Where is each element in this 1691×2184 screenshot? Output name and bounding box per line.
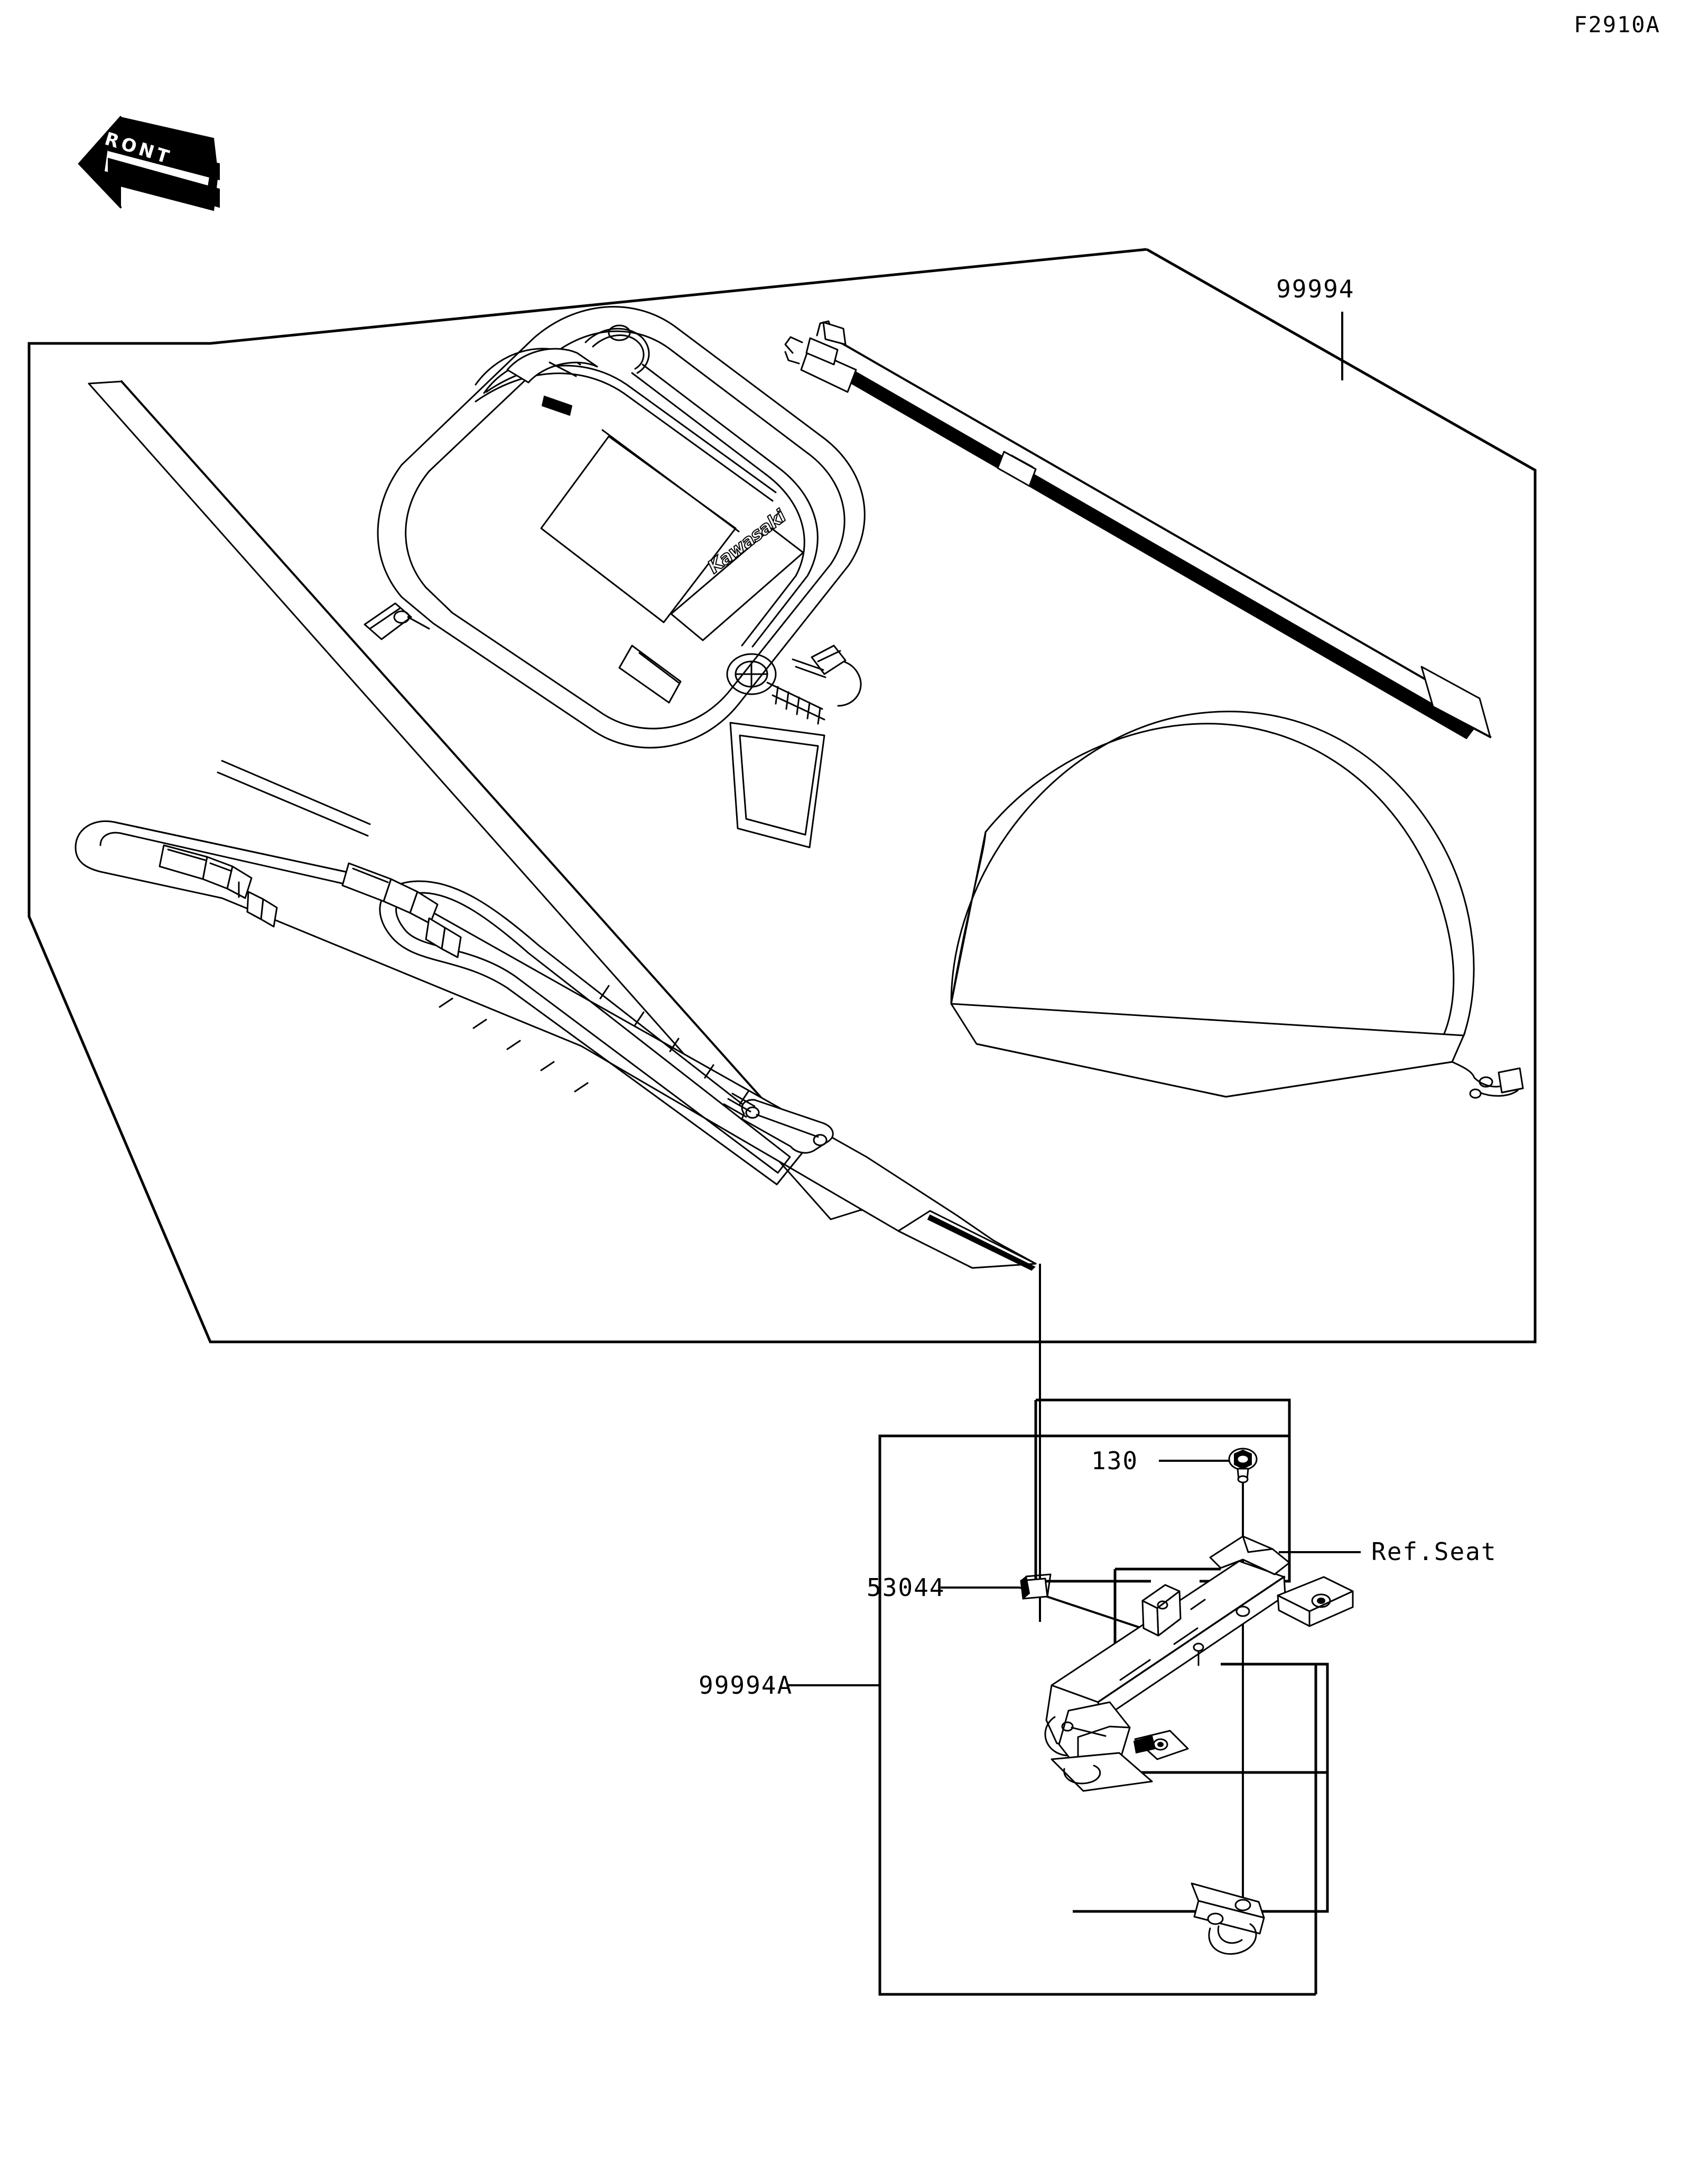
main-assembly-frame bbox=[27, 248, 1537, 1343]
sheet-code: F2910A bbox=[1574, 12, 1660, 38]
tank-bag bbox=[364, 306, 866, 848]
tank-bag-strap bbox=[784, 320, 1492, 740]
callout-ref-seat[interactable]: Ref.Seat bbox=[1371, 1537, 1497, 1566]
front-marker-label: FRONT bbox=[87, 124, 174, 169]
callout-99994[interactable]: 99994 bbox=[1276, 275, 1355, 303]
tank-bag-base bbox=[75, 380, 1037, 1271]
seat-cushion bbox=[950, 711, 1524, 1099]
damper bbox=[1020, 1573, 1052, 1600]
callout-leaders bbox=[787, 312, 1361, 1905]
callout-130[interactable]: 130 bbox=[1091, 1446, 1139, 1475]
kit-outer-box bbox=[878, 1434, 1317, 1996]
bolt bbox=[1228, 1448, 1258, 1483]
front-arrow-icon bbox=[78, 116, 220, 211]
seat-bracket bbox=[1044, 1535, 1354, 1792]
front-marker: FRONT bbox=[87, 124, 174, 169]
lower-clamp bbox=[1191, 1882, 1265, 1955]
callout-53044[interactable]: 53044 bbox=[867, 1573, 945, 1602]
callout-99994A[interactable]: 99994A bbox=[699, 1671, 793, 1700]
